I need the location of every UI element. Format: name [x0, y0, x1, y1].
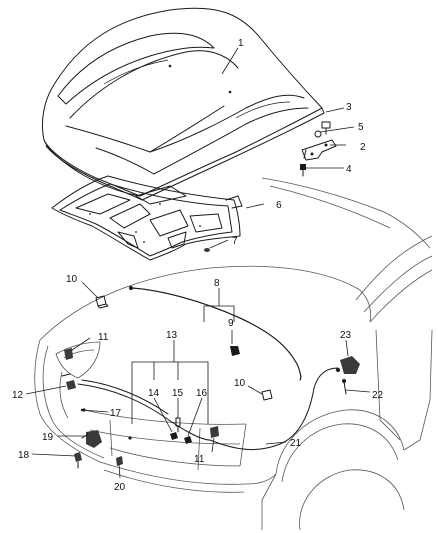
callout-11-lower: 11: [194, 454, 205, 465]
callout-11-upper: 11: [98, 332, 109, 343]
leader-lines: [25, 47, 371, 479]
callout-10-upper: 10: [66, 274, 78, 285]
callout-23: 23: [340, 330, 352, 341]
callout-2: 2: [360, 142, 366, 153]
callout-12: 12: [12, 390, 24, 401]
callout-13: 13: [166, 330, 178, 341]
callout-18: 18: [18, 450, 30, 461]
hood-seal-strip: [131, 287, 302, 381]
callout-4: 4: [346, 164, 352, 175]
hood-insulator-clip: [204, 248, 210, 252]
callout-22: 22: [372, 390, 384, 401]
hood-bumper-11-lower: [210, 426, 219, 438]
callout-7: 7: [232, 236, 238, 247]
callout-21: 21: [290, 438, 302, 449]
hood-release-handle: [340, 356, 360, 374]
hood-bumper-11-upper: [64, 348, 73, 360]
callout-14: 14: [148, 388, 160, 399]
callout-19: 19: [42, 432, 54, 443]
hood-latch-assembly: [74, 408, 132, 469]
callout-labels: 1 2 3 4 5 6 7 8 9 10 10 11 11 12 13 14 1…: [12, 38, 384, 493]
seal-retainer-clip: [230, 346, 240, 356]
callout-1: 1: [238, 38, 244, 49]
callout-20: 20: [114, 482, 126, 493]
callout-3: 3: [346, 102, 352, 113]
cable-clip-16: [184, 436, 192, 444]
callout-10-lower: 10: [234, 378, 246, 389]
hood-support-bracket: [66, 380, 76, 390]
hood-hinge-assembly: [300, 121, 337, 177]
cable-clip-14: [170, 432, 178, 440]
callout-16: 16: [196, 388, 208, 399]
callout-6: 6: [276, 200, 282, 211]
hood-bumper-stop-right: [261, 389, 273, 401]
callout-5: 5: [358, 122, 364, 133]
hood-panel: [41, 7, 325, 201]
callout-17: 17: [110, 408, 122, 419]
hood-inner-frame: [51, 175, 243, 261]
cable-clip-15: [175, 417, 181, 427]
vehicle-body-outline: [34, 177, 433, 531]
callout-9: 9: [228, 318, 234, 329]
callout-15: 15: [172, 388, 184, 399]
callout-8: 8: [214, 278, 220, 289]
